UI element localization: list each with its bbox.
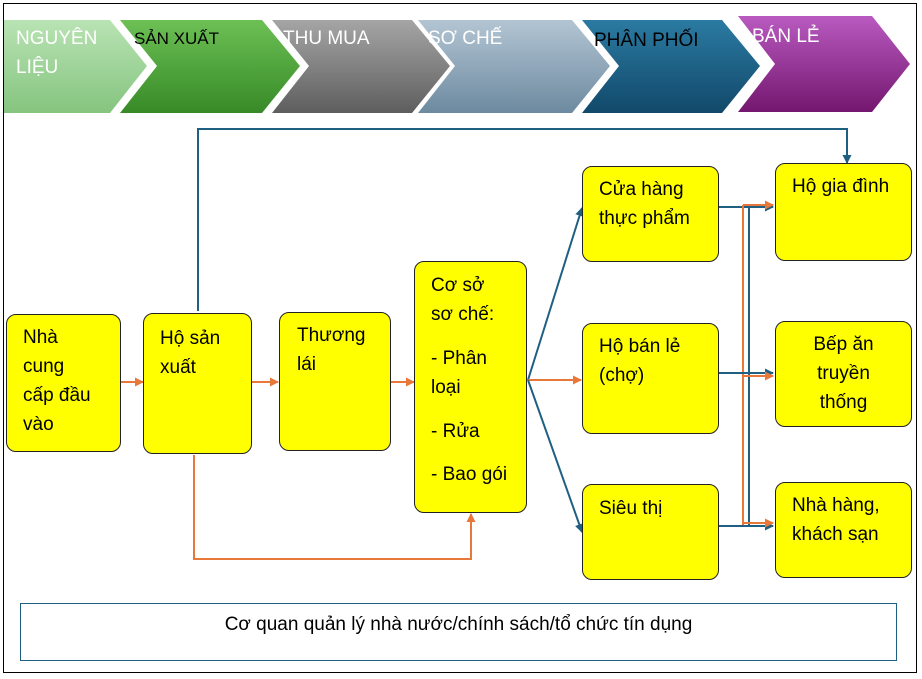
node-processing-facility: Cơ sở sơ chế: - Phân loại - Rửa - Bao gó… [414, 261, 527, 513]
stage-label-retail: BÁN LẺ [752, 26, 820, 47]
node-trader-label: Thương lái [297, 325, 366, 375]
node-household: Hộ gia đình [775, 163, 912, 261]
stage-label-processing: SƠ CHẾ [428, 28, 503, 49]
stage-header [4, 16, 910, 113]
node-supermarket: Siêu thị [582, 484, 719, 580]
node-retail-market: Hộ bán lẻ (chợ) [582, 323, 719, 434]
node-processing-step-packaging: - Bao gói [431, 464, 508, 485]
stage-label-distribution: PHÂN PHỐI [594, 30, 699, 51]
diagram-frame [3, 3, 917, 673]
node-restaurant-hotel-label: Nhà hàng, khách sạn [792, 495, 880, 545]
node-producer-household: Hộ sản xuất [143, 313, 252, 454]
stage-chevron-purchasing [272, 20, 450, 113]
node-processing-step-washing: - Rửa [431, 421, 480, 442]
stage-label-raw-material: NGUYÊN LIỆU [16, 28, 98, 78]
node-restaurant-hotel: Nhà hàng, khách sạn [775, 482, 912, 578]
stage-chevron-production [120, 20, 300, 113]
node-processing-step-sorting: - Phân loại [431, 348, 487, 398]
node-food-store-label: Cửa hàng thực phẩm [599, 179, 690, 229]
node-input-supplier-label: Nhà cung cấp đầu vào [23, 327, 91, 435]
node-retail-market-label: Hộ bán lẻ (chợ) [599, 336, 681, 386]
node-input-supplier: Nhà cung cấp đầu vào [6, 314, 121, 452]
node-traditional-kitchen: Bếp ăn truyền thống [775, 321, 912, 427]
policy-institutions-label: Cơ quan quản lý nhà nước/chính sách/tổ c… [224, 614, 693, 635]
node-supermarket-label: Siêu thị [599, 498, 663, 519]
stage-chevron-distribution [582, 20, 760, 113]
node-traditional-kitchen-label: Bếp ăn truyền thống [813, 334, 874, 413]
node-household-label: Hộ gia đình [792, 176, 890, 197]
stage-chevron-retail [738, 16, 910, 112]
node-trader: Thương lái [279, 312, 391, 451]
node-producer-household-label: Hộ sản xuất [160, 328, 221, 378]
node-food-store: Cửa hàng thực phẩm [582, 166, 719, 262]
policy-institutions-bar: Cơ quan quản lý nhà nước/chính sách/tổ c… [20, 603, 897, 661]
node-processing-title: Cơ sở sơ chế: [431, 275, 495, 325]
stage-chevron-raw-material [4, 20, 147, 113]
stage-label-purchasing: THU MUA [283, 28, 370, 49]
stage-chevron-processing [418, 20, 610, 113]
stage-label-production: SẢN XUẤT [134, 29, 220, 48]
